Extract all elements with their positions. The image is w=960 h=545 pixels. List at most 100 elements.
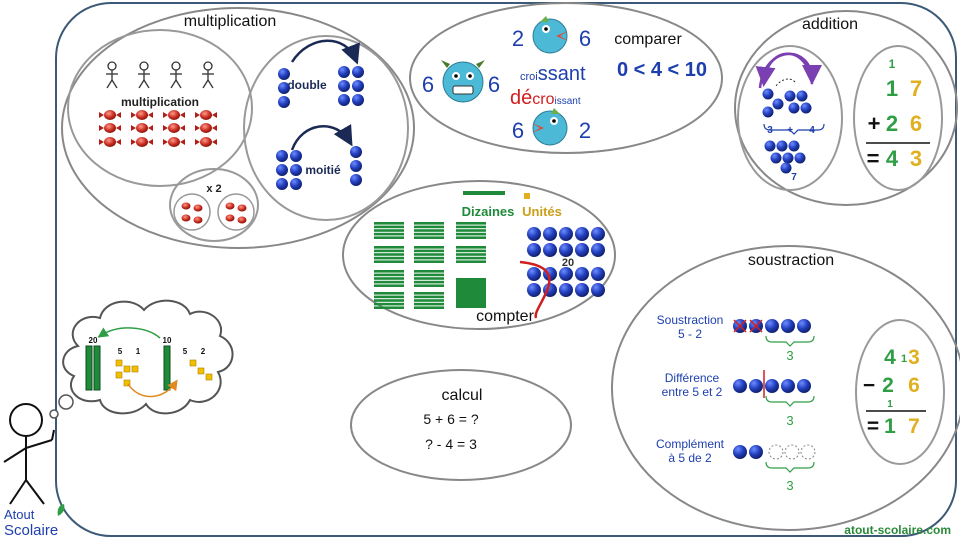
ball bbox=[781, 319, 795, 333]
ten-rod bbox=[374, 249, 404, 253]
candy-wrapper bbox=[99, 125, 121, 131]
sub-line1: Soustraction bbox=[657, 313, 724, 327]
ball bbox=[762, 106, 774, 118]
sub-line2: Différence bbox=[665, 371, 720, 385]
thought-five-b: 5 bbox=[183, 347, 188, 356]
tens-label: Dizaines bbox=[462, 204, 515, 219]
unit-cubes bbox=[115, 359, 213, 387]
ball bbox=[338, 80, 350, 92]
candy bbox=[104, 137, 116, 147]
ball bbox=[765, 379, 779, 393]
ball bbox=[278, 68, 290, 80]
ball bbox=[591, 243, 605, 257]
ten-rod bbox=[414, 270, 444, 273]
ball bbox=[782, 152, 794, 164]
addition-r3-tens: 4 bbox=[886, 146, 899, 171]
ball bbox=[352, 66, 364, 78]
compare-right-number: 6 bbox=[488, 72, 500, 97]
multiplication-title: multiplication bbox=[184, 13, 276, 30]
logo-line1: Atout bbox=[4, 507, 35, 522]
ten-rod bbox=[374, 222, 404, 225]
ten-rod bbox=[414, 277, 444, 280]
ball bbox=[770, 152, 782, 164]
ten-rod bbox=[374, 253, 404, 256]
croissant-small: croi bbox=[520, 71, 538, 83]
ball bbox=[276, 164, 288, 176]
ten-rod bbox=[456, 256, 486, 260]
ball bbox=[749, 445, 763, 459]
candy bbox=[136, 123, 148, 133]
thought-cloud: 20 5 1 10 5 2 bbox=[49, 299, 234, 419]
unit-cube-icon bbox=[524, 193, 530, 199]
calcul-line1: 5 + 6 = ? bbox=[423, 411, 478, 427]
monster-bottom-icon bbox=[532, 108, 568, 146]
unit-cube bbox=[197, 367, 205, 375]
ball bbox=[290, 164, 302, 176]
ten-rod bbox=[414, 225, 444, 229]
ten-rod bbox=[414, 246, 444, 249]
sub-r1-borrow: 1 bbox=[901, 353, 907, 365]
ball bbox=[350, 146, 362, 158]
addition-balls-panel bbox=[737, 45, 843, 191]
unit-cube bbox=[115, 359, 123, 367]
double-half-panel bbox=[243, 35, 409, 221]
ten-rod bbox=[414, 284, 444, 287]
logo-line2: Scolaire bbox=[4, 522, 58, 539]
ten-rod bbox=[374, 280, 404, 284]
ball bbox=[575, 243, 589, 257]
ball bbox=[278, 96, 290, 108]
addition-carry: 1 bbox=[889, 57, 896, 71]
ball bbox=[788, 102, 800, 114]
addition-title: addition bbox=[802, 16, 858, 33]
sub-line3: Complément bbox=[656, 437, 725, 451]
candy-wrapper bbox=[195, 125, 217, 131]
calcul-title: calcul bbox=[442, 387, 483, 404]
ball bbox=[749, 379, 763, 393]
site-url[interactable]: atout-scolaire.com bbox=[844, 523, 951, 537]
ball bbox=[352, 94, 364, 106]
subtraction-balls bbox=[733, 319, 816, 460]
ten-rod bbox=[414, 280, 444, 284]
sub-r3-tens: 1 bbox=[884, 415, 896, 438]
outer-frame bbox=[55, 2, 957, 537]
candy bbox=[225, 214, 235, 222]
ten-rod bbox=[414, 232, 444, 236]
sub-r3-units: 7 bbox=[908, 415, 920, 438]
ball bbox=[591, 267, 605, 281]
addition-plus: + bbox=[787, 125, 793, 136]
count-label: 20 bbox=[562, 257, 574, 269]
candy bbox=[168, 137, 180, 147]
compter-bubble: Dizaines Unités 20 bbox=[342, 180, 616, 330]
addition-r2-tens: 2 bbox=[886, 111, 898, 136]
ball bbox=[776, 140, 788, 152]
sub-r2-tens: 2 bbox=[882, 374, 894, 397]
ten-rod bbox=[414, 273, 444, 277]
sub-r1-tens: 4 bbox=[884, 346, 896, 369]
sub-r2-units: 6 bbox=[908, 374, 920, 397]
decroissant-rest: issant bbox=[554, 96, 580, 107]
ball bbox=[591, 283, 605, 297]
ball bbox=[527, 283, 541, 297]
thought-one: 1 bbox=[136, 347, 141, 356]
compare-top-right: 6 bbox=[579, 26, 591, 51]
candy bbox=[200, 137, 212, 147]
monster-top-icon bbox=[532, 16, 568, 54]
ball bbox=[527, 267, 541, 281]
candy bbox=[136, 137, 148, 147]
addition-left-group: 3 bbox=[767, 125, 773, 136]
ball bbox=[276, 150, 288, 162]
croissant-word: croissant bbox=[520, 63, 586, 85]
ball bbox=[733, 445, 747, 459]
ball bbox=[762, 88, 774, 100]
cross-mark bbox=[749, 319, 763, 333]
ten-rod bbox=[414, 306, 444, 309]
addition-r2-op: + bbox=[868, 111, 881, 136]
ball bbox=[559, 227, 573, 241]
addition-balls bbox=[762, 88, 812, 174]
candy-wrapper bbox=[163, 139, 185, 145]
ball bbox=[527, 227, 541, 241]
candy bbox=[181, 202, 191, 210]
ten-rod bbox=[414, 295, 444, 299]
candy bbox=[200, 123, 212, 133]
